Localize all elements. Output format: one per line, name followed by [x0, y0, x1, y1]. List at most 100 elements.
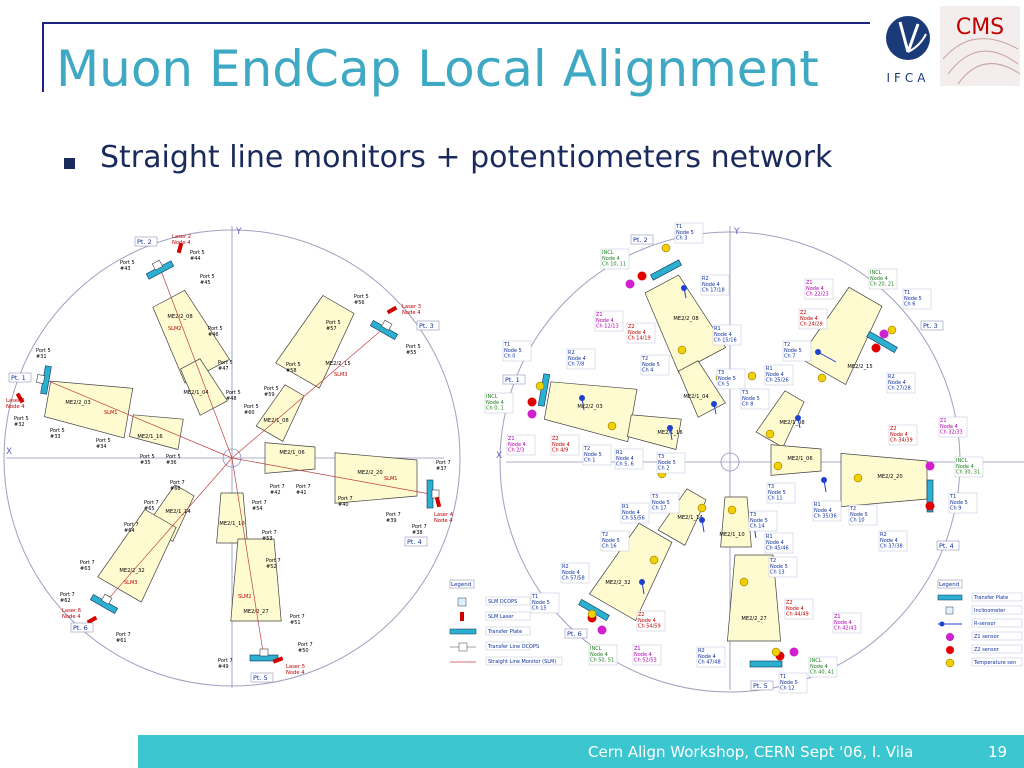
- port-label-line: #38: [412, 530, 423, 536]
- sensor-label-line: Ch 7: [784, 354, 795, 360]
- sensor-label-box: [798, 308, 828, 330]
- chamber: [798, 286, 883, 386]
- chamber-label: ME2/1_06: [279, 450, 304, 456]
- sensor-label-line: Ch 34/39: [890, 438, 913, 444]
- chamber-label: ME2/2_27: [741, 616, 766, 622]
- point-box: [936, 540, 960, 551]
- port-label-line: #66: [170, 486, 181, 492]
- sensor-label-box: [656, 452, 686, 474]
- sensor-label-line: Node 4: [766, 372, 784, 378]
- chamber: [152, 289, 231, 384]
- point-label: Pt. 1: [11, 374, 26, 382]
- sensor-label-box: [848, 504, 878, 526]
- page-number: 19: [988, 743, 1008, 761]
- legend-plate-symbol: [937, 594, 963, 601]
- sensor-label-line: Z1: [596, 312, 603, 318]
- sensor-label-line: Ch 5, 6: [616, 462, 634, 468]
- chamber: [275, 295, 355, 389]
- port-label-line: Port 7: [144, 500, 159, 506]
- sensor-label-box: [764, 532, 794, 554]
- transfer-plate: [36, 365, 52, 395]
- sensor-label-line: Node 4: [940, 424, 958, 430]
- port-label-line: Port 7: [296, 484, 311, 490]
- legend-title: Legend: [939, 582, 959, 588]
- chamber-label: ME2/1_04: [683, 394, 709, 400]
- chamber-outline: [720, 496, 752, 548]
- chamber-label: ME2/1_06: [787, 456, 812, 462]
- left-legend-item: Transfer Plate: [487, 629, 522, 635]
- port-label-line: #51: [290, 620, 301, 626]
- point-box: [134, 236, 158, 247]
- transfer-plate: [650, 259, 682, 281]
- sensor-label-line: Ch 15: [532, 606, 547, 612]
- port-label-line: #54: [252, 506, 263, 512]
- sensor-label-line: R2: [888, 374, 895, 380]
- sensor-label-line: Node 4: [602, 256, 620, 262]
- port-label-line: #39: [386, 518, 397, 524]
- legend-item: Z1 sensor: [974, 634, 1000, 640]
- chamber: [264, 442, 316, 474]
- chamber: [644, 274, 727, 373]
- sensor-label-line: Node 5: [770, 564, 788, 570]
- legend-z1-symbol: [946, 633, 954, 641]
- sensor-label-line: Node 4: [590, 652, 608, 658]
- left-legend-item-box: [485, 596, 531, 606]
- point-label: Pt. 4: [407, 538, 422, 546]
- sensor-label-line: Ch 0, 1: [486, 406, 504, 412]
- chamber-label: ME2/1_10: [219, 521, 244, 527]
- sensor-label-box: [764, 364, 794, 386]
- sensor-label-line: Ch 14: [750, 524, 765, 530]
- chamber: [770, 444, 822, 476]
- chamber-outline: [44, 380, 134, 439]
- chamber: [727, 554, 781, 642]
- sensor-label-line: INCL: [810, 658, 822, 664]
- chamber-label: ME2/2_32: [119, 568, 144, 574]
- sensor-label-line: Node 4: [552, 442, 570, 448]
- chamber-label: ME2/1_14: [677, 515, 703, 521]
- center-ring: [720, 452, 740, 472]
- port-label-line: Port 5: [200, 274, 215, 280]
- sensor-label-box: [748, 510, 778, 532]
- sensor-label-box: [636, 610, 666, 632]
- left-legend-title-box: [449, 579, 475, 589]
- port-label-line: #40: [338, 502, 349, 508]
- legend-transfer-plate-symbol: [449, 628, 477, 635]
- sensor-label-box: [740, 388, 770, 410]
- port-label-line: Port 5: [354, 294, 369, 300]
- sensor-label-box: [778, 672, 808, 694]
- port-label-line: #42: [270, 490, 281, 496]
- sensor-label-line: Ch 4/9: [552, 448, 568, 454]
- ifca-logo: IFCA: [886, 16, 930, 85]
- port-label-line: Port 7: [60, 592, 75, 598]
- sensor-label-line: T3: [717, 370, 724, 376]
- chamber-label: ME2/1_16: [657, 430, 682, 436]
- transfer-plate: [89, 593, 119, 615]
- sensor-label-line: Node 4: [834, 620, 852, 626]
- r-sensor: [815, 349, 821, 355]
- port-label-line: #44: [190, 256, 201, 262]
- sensor-label-box: [588, 644, 618, 666]
- port-label-line: Port 5: [406, 344, 421, 350]
- sensor-label-line: Z2: [786, 600, 793, 606]
- sensor-label-line: T3: [651, 494, 658, 500]
- temperature-sensor: [887, 325, 897, 335]
- chamber-outline: [334, 452, 418, 504]
- sensor-label-line: Z2: [800, 310, 807, 316]
- port-label-line: #35: [140, 460, 151, 466]
- ifca-logo-disc: [886, 16, 930, 60]
- port-label-line: #49: [218, 664, 229, 670]
- chamber-outline: [727, 554, 781, 642]
- sensor-label-line: Node 5: [718, 376, 736, 382]
- sensor-label-box: [948, 492, 978, 514]
- port-label-line: Port 5: [166, 454, 181, 460]
- sensor-label-line: Z1: [508, 436, 515, 442]
- r-sensor: [579, 395, 585, 401]
- title-frame-top: [42, 22, 870, 24]
- sensor-label-line: Z1: [834, 614, 841, 620]
- sensor-label-line: R1: [616, 450, 623, 456]
- transfer-plate-bar: [749, 660, 783, 668]
- sensor-label-line: Node 5: [750, 518, 768, 524]
- sensor-label-line: R1: [766, 366, 773, 372]
- laser-label-line: Node 4: [62, 614, 81, 620]
- temperature-sensor: [697, 503, 707, 513]
